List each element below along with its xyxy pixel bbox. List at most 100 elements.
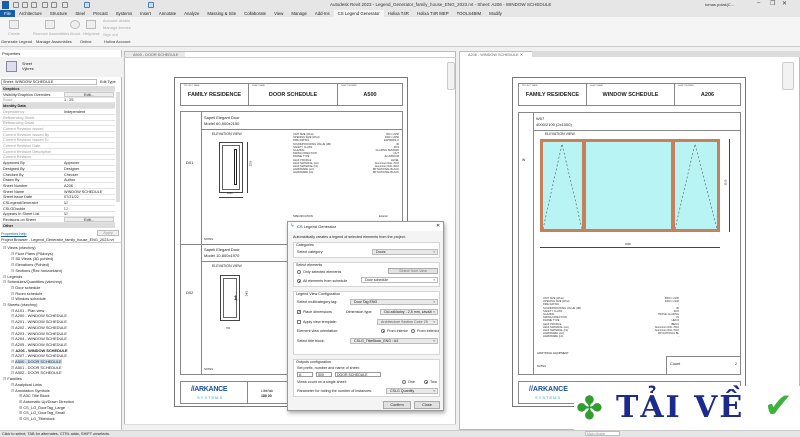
browser-item[interactable]: ⊟ Floor Plans (Půdorys) (11, 251, 53, 257)
browser-item[interactable]: ⊟ Elevations (Pohled) (11, 262, 49, 268)
property-value[interactable]: Designer (64, 166, 80, 171)
expand-icon[interactable]: ⊟ (11, 262, 16, 268)
expand-icon[interactable]: ⊟ (11, 387, 16, 393)
ribbon-tab[interactable]: Modify (489, 11, 502, 16)
expand-icon[interactable]: ⊞ (19, 398, 24, 404)
property-row[interactable]: Referencing Sheet (2, 115, 115, 121)
titleblock-dropdown[interactable]: CSLG_TitleBlock_ENG : A4 (350, 338, 438, 344)
property-group[interactable]: Identity Data (2, 103, 115, 110)
expand-icon[interactable]: ⊟ (11, 370, 16, 376)
schedule-dropdown[interactable]: Door schedule (361, 277, 438, 283)
expand-icon[interactable]: ⊟ (11, 336, 16, 342)
expand-icon[interactable]: ⊟ (11, 284, 16, 290)
expand-icon[interactable]: ⊟ (11, 353, 16, 359)
property-value[interactable]: ☑ (64, 212, 68, 217)
browser-item[interactable]: ⊟ Window schedule (11, 296, 46, 302)
expand-icon[interactable]: ⊞ (19, 404, 24, 410)
browser-item[interactable]: ⊞ CS_LG_Titleblock (19, 416, 55, 422)
ribbon-tab[interactable]: Holixa T4R MEP (416, 11, 449, 16)
expand-icon[interactable]: ⊟ (11, 307, 16, 313)
ribbon-tab[interactable]: Manage (291, 11, 307, 16)
expand-icon[interactable]: ⊟ (11, 319, 16, 325)
expand-icon[interactable]: ⊞ (19, 393, 24, 399)
dialog-close-icon[interactable]: ✕ (436, 223, 441, 229)
template-dropdown[interactable]: Architecture Section Color 25 (377, 319, 438, 325)
browser-item[interactable]: ⊟ A206 - WINDOW SCHEDULE (11, 348, 68, 354)
expand-icon[interactable]: ⊟ (11, 250, 16, 256)
select-from-view-button[interactable]: Select from view (388, 268, 438, 274)
one-radio[interactable] (402, 380, 406, 384)
close-button[interactable]: ✕ (782, 1, 788, 7)
expand-icon[interactable]: ⊟ (11, 290, 16, 296)
expand-icon[interactable]: ⊟ (11, 296, 16, 302)
ribbon-tab[interactable]: Massing & Site (207, 11, 237, 16)
ribbon-tab[interactable]: Analyze (184, 11, 200, 16)
active-workset-dropdown[interactable]: Main Model (585, 431, 620, 436)
browser-item[interactable]: ⊟ Room schedule (11, 291, 42, 297)
expand-icon[interactable]: ⊟ (3, 376, 8, 382)
ribbon-tab[interactable]: Annotate (158, 11, 177, 16)
ribbon-tab[interactable]: File (0, 10, 15, 17)
undo-icon[interactable] (42, 2, 48, 8)
expand-icon[interactable]: ⊟ (11, 381, 16, 387)
ribbon-tab[interactable]: Steel (75, 11, 86, 16)
close-hidden-icon[interactable] (148, 2, 154, 8)
property-row[interactable]: Current Revision (2, 154, 115, 161)
expand-icon[interactable]: ⊟ (11, 347, 16, 353)
close-tab-icon[interactable]: ✕ (519, 53, 523, 57)
property-row[interactable]: CSLegendGenerator☑ (2, 200, 115, 206)
expand-icon[interactable]: ⊟ (3, 273, 8, 279)
from-interior-radio[interactable] (381, 329, 385, 333)
ribbon-tab[interactable]: Precast (93, 11, 108, 16)
property-value[interactable]: Independent (64, 109, 86, 114)
browser-item[interactable]: ⊟ A205 - WINDOW SCHEDULE (11, 342, 67, 348)
redo-icon[interactable] (51, 2, 57, 8)
expand-icon[interactable]: ⊞ (19, 416, 24, 421)
browser-item[interactable]: ⊟ Analytical Links (11, 382, 42, 388)
property-value[interactable]: Author (64, 178, 76, 183)
property-row[interactable]: Referencing Detail (2, 120, 115, 127)
print-icon[interactable] (62, 2, 68, 8)
save-icon[interactable] (22, 2, 28, 8)
account-details-button[interactable]: Account details (103, 18, 131, 23)
helpdesk-button[interactable]: Helpdesk (83, 20, 100, 36)
remove-assemblies-button[interactable]: Remove Assemblies (33, 20, 69, 36)
property-value[interactable]: ☑ (64, 201, 68, 205)
browser-item[interactable]: ⊟ Views (všechny) (3, 245, 36, 251)
browser-item[interactable]: ⊟ A201 - WINDOW SCHEDULE (11, 319, 67, 325)
property-value[interactable]: Approver (64, 161, 80, 166)
instance-filter-dropdown[interactable]: Sheet: WINDOW SCHEDULE (1, 79, 97, 85)
browser-item[interactable]: ⊟ A203 - WINDOW SCHEDULE (11, 331, 67, 337)
number-input[interactable]: 500 (316, 372, 332, 377)
expand-icon[interactable]: ⊟ (11, 313, 16, 319)
browser-item[interactable]: ⊞ CS_LG_DoorTag_Small (19, 410, 65, 416)
expand-icon[interactable]: ⊟ (11, 364, 16, 370)
ribbon-tab[interactable]: TOOLS4BIM (456, 11, 482, 16)
browser-item[interactable]: ⊟ A207 - WINDOW SCHEDULE (11, 353, 67, 359)
ribbon-tab[interactable]: Systems (115, 11, 133, 16)
property-value[interactable]: 1 : 25 (64, 98, 74, 103)
two-radio[interactable] (424, 380, 428, 384)
property-value[interactable]: ☐ (64, 206, 68, 211)
browser-item[interactable]: ⊟ Sheets (všechny) (3, 302, 37, 308)
browser-item[interactable]: ⊞ CS_LG_DoorTag_Large (19, 405, 65, 411)
property-row[interactable]: Current Revision Issued By (2, 132, 115, 138)
property-row[interactable]: Current Revision Issued To (2, 137, 115, 144)
browser-item[interactable]: ⊟ Annotation Symbols (11, 388, 50, 394)
browser-item[interactable]: ⊟ A500 - DOOR SCHEDULE (11, 359, 62, 365)
place-dimensions-checkbox[interactable]: ✓ (297, 310, 301, 314)
dimension-type-dropdown[interactable]: Ocl.základny - 2,5 mm, závaží (380, 309, 438, 315)
expand-icon[interactable]: ⊟ (3, 279, 8, 285)
expand-icon[interactable]: ⊞ (19, 410, 24, 416)
open-icon[interactable] (13, 2, 19, 8)
expand-icon[interactable]: ⊟ (11, 256, 16, 262)
